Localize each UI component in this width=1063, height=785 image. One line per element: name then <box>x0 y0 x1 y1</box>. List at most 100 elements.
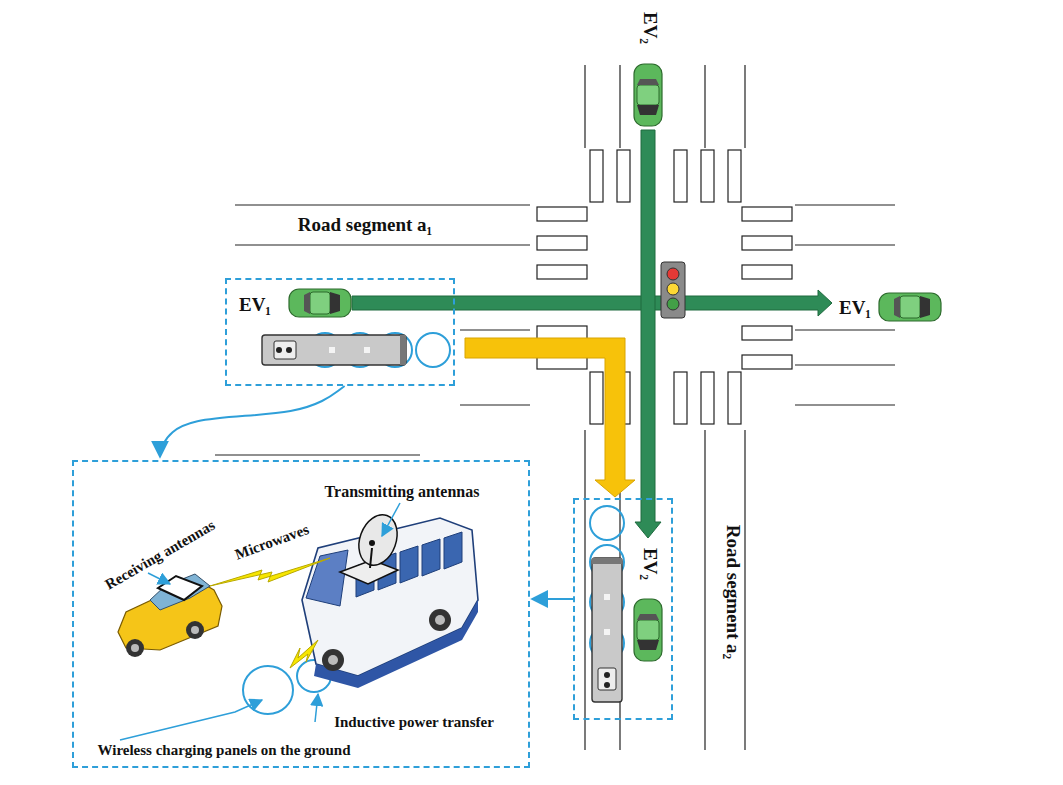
taxi-antenna-box <box>158 576 202 600</box>
bus-roof <box>262 335 406 365</box>
crosswalk-stripe <box>742 236 792 250</box>
bus-wheel <box>322 649 344 671</box>
car-body <box>634 599 662 661</box>
traffic-light <box>661 262 685 318</box>
car-body <box>879 293 941 321</box>
dish-feed <box>369 540 375 546</box>
taxi-cabin <box>150 574 210 610</box>
crosswalk-stripe <box>537 236 587 250</box>
callout-connector <box>160 386 345 457</box>
road-line <box>460 404 530 405</box>
road-line <box>215 454 420 455</box>
car-roof <box>637 620 659 640</box>
road-label: EV₂ <box>640 10 661 46</box>
node-label: Microwaves <box>233 521 311 563</box>
crosswalk-stripe <box>742 326 792 340</box>
crosswalk-stripe <box>617 150 630 202</box>
crosswalk-stripe <box>701 372 714 424</box>
antenna-dot <box>604 672 610 678</box>
car-body <box>634 64 662 126</box>
route-arrows <box>352 130 832 538</box>
leader-line <box>315 694 318 722</box>
antenna-dot <box>276 347 282 353</box>
crosswalks <box>537 150 792 424</box>
leader-lines <box>120 503 400 740</box>
traffic-lamp <box>667 268 679 280</box>
dish-mount <box>370 548 372 568</box>
electric-car <box>879 293 941 321</box>
taxi-illustration <box>118 574 222 657</box>
traffic-lamp <box>667 283 679 295</box>
bus-roof-unit <box>274 341 296 359</box>
bus-front <box>592 558 622 564</box>
crosswalk-stripe <box>537 207 587 221</box>
antenna-dot <box>604 682 610 688</box>
taxi-wheel <box>126 639 144 657</box>
road-line <box>795 364 895 365</box>
leader-line <box>120 700 262 740</box>
car-rear-window <box>637 79 659 85</box>
car-windshield <box>637 640 659 650</box>
crosswalk-stripe <box>728 150 741 202</box>
car-roof <box>900 296 920 318</box>
node-label: Wireless charging panels on the ground <box>98 742 351 759</box>
roof-vent <box>329 347 335 353</box>
crosswalk-stripe <box>701 150 714 202</box>
road-line <box>584 65 585 148</box>
road-line <box>744 430 745 750</box>
green-route-ev2 <box>635 130 661 538</box>
crosswalk-stripe <box>742 207 792 221</box>
car-rear-window <box>304 292 310 314</box>
road-line <box>704 430 705 750</box>
crosswalk-stripe <box>590 372 603 424</box>
green-route-ev1 <box>352 290 832 316</box>
ground-charging-panel <box>243 666 293 714</box>
crosswalk-stripe <box>590 150 603 202</box>
node-label: Inductive power transfer <box>334 714 494 731</box>
road-line <box>619 65 620 148</box>
bus-front <box>400 335 406 365</box>
road-line <box>795 329 895 330</box>
car-roof <box>310 292 330 314</box>
road-line <box>795 204 895 205</box>
car-rear-window <box>637 614 659 620</box>
crosswalk-stripe <box>674 150 687 202</box>
bus-wheel <box>429 609 451 631</box>
roof-vent <box>364 347 370 353</box>
bus-window <box>444 532 462 569</box>
bus-roof <box>592 558 622 702</box>
roof-vent <box>604 629 610 635</box>
bus-window <box>400 546 418 583</box>
dashed-callout-box: EV₂ <box>573 498 673 720</box>
roof-vent <box>604 594 610 600</box>
node-label: Receiving antennas <box>102 517 217 593</box>
dish-antenna <box>352 509 404 570</box>
bus-top-view <box>592 558 622 702</box>
traffic-light-body <box>661 262 685 318</box>
charging-panel <box>590 506 624 540</box>
electric-car <box>634 599 662 661</box>
bus-window <box>422 539 440 576</box>
node-label: EV₂ <box>640 548 661 580</box>
road-line <box>235 244 530 245</box>
road-label: Road segment a₂ <box>723 523 744 661</box>
bus-top-view <box>262 335 406 365</box>
inductive-bolt <box>290 640 318 668</box>
yellow-route <box>465 338 635 497</box>
microwave-bolt <box>210 558 330 586</box>
callout-connector <box>532 598 573 600</box>
road-line <box>795 244 895 245</box>
electric-car <box>634 64 662 126</box>
car-body <box>289 289 351 317</box>
bus-roof-unit <box>598 668 616 690</box>
electric-car <box>289 289 351 317</box>
taxi-hubcap <box>191 626 199 634</box>
crosswalk-stripe <box>537 265 587 279</box>
crosswalk-stripe <box>728 372 741 424</box>
bus-skirt <box>314 600 478 688</box>
node-label: Transmitting antennas <box>325 483 480 501</box>
road-lines <box>215 65 895 750</box>
